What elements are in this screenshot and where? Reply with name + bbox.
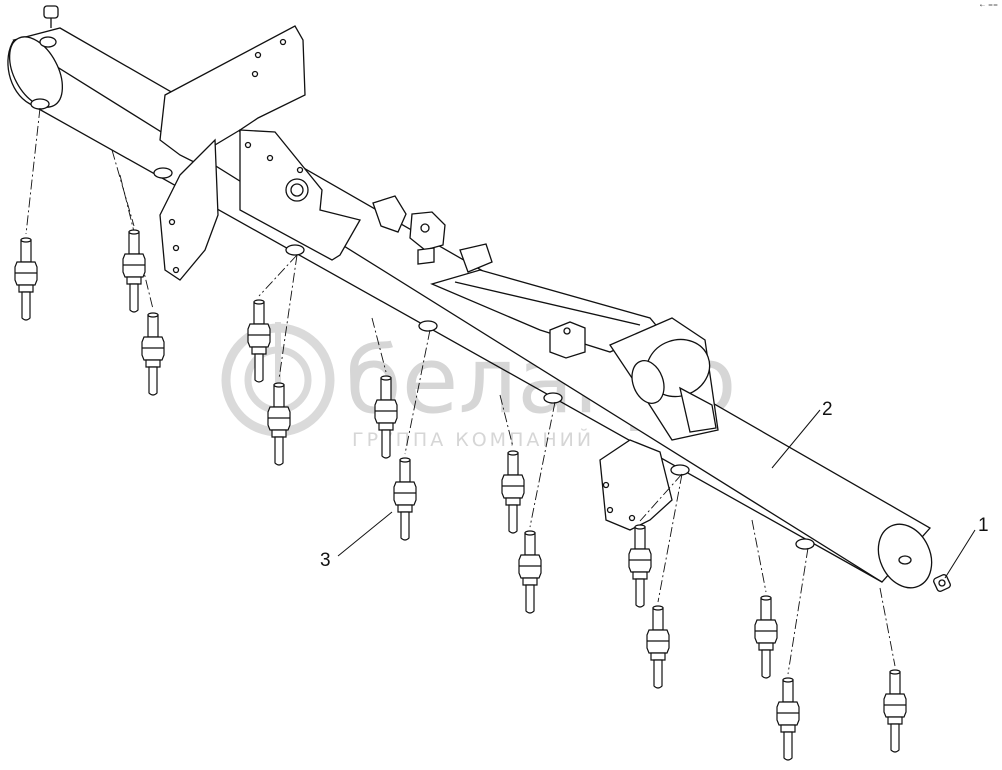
triangular-gusset [430,269,662,359]
callout-1: 1 [944,515,989,579]
pin-leader-lines [25,107,896,675]
pin [754,595,778,679]
pin [122,229,146,313]
right-bracket-plate [599,439,673,531]
pin-leader-line [25,107,41,235]
pin [14,237,38,321]
pin-leader-line [404,329,431,455]
pin [374,375,398,459]
end-plug-bolt [933,574,951,592]
pin [393,457,417,541]
pin [141,312,165,396]
pin [646,605,670,689]
pin [776,677,800,761]
pin [267,382,291,466]
pin [501,450,525,534]
pin [247,299,271,383]
pin-leader-line [529,401,556,528]
pin [883,669,907,753]
pin-leader-line [119,174,154,310]
corner-mark: ⇠ == [979,2,998,9]
pin-leader-line [657,473,683,603]
pin-leader-line [278,254,298,380]
pin-leader-line [639,473,683,522]
pin-leader-line [787,547,809,675]
middle-bracket-plate [239,129,361,261]
pin-leader-line [751,519,767,593]
left-bracket-plate [159,25,306,281]
pin-leader-line [499,394,514,448]
callout-3: 3 [320,511,393,571]
main-tube [7,27,933,589]
right-hitch-boss [609,317,719,441]
watermark-subtitle: ГРУППА КОМПАНИЙ [352,428,594,451]
pins-group [14,229,907,761]
callout-label-1: 1 [978,515,989,536]
top-lugs [372,195,493,273]
pin-leader-line [371,317,387,373]
callout-label-2: 2 [822,399,833,420]
top-plug-bolt [43,5,59,28]
pin [518,530,542,614]
pin [628,524,652,608]
pin-leader-line [258,254,298,297]
callout-2: 2 [771,399,833,469]
callout-label-3: 3 [320,550,331,571]
pin-leader-line [879,587,896,667]
